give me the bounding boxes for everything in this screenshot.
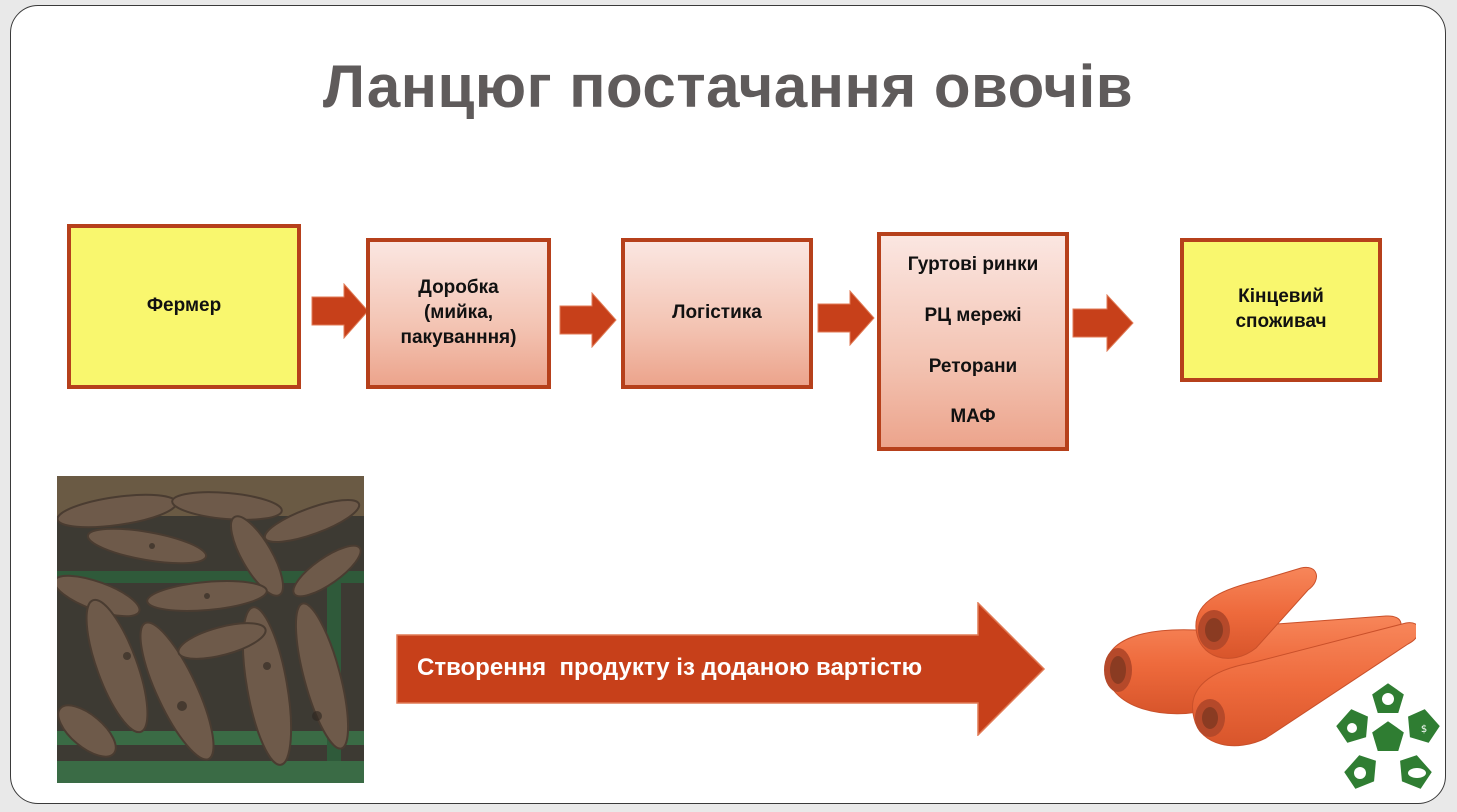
slide: Ланцюг постачання овочів Фермер Доробка … <box>10 5 1446 804</box>
organization-logo-icon: $ <box>1333 680 1443 792</box>
value-added-label: Створення продукту із доданою вартістю <box>417 654 923 681</box>
flow-arrow-3 <box>817 290 875 346</box>
channel-wholesale: Гуртові ринки <box>907 254 1039 276</box>
processing-box: Доробка (мийка, пакуванння) <box>366 238 551 389</box>
flow-arrow-2 <box>559 292 617 348</box>
farmer-box: Фермер <box>67 224 301 389</box>
processing-line-1: Доробка <box>418 277 499 299</box>
logistics-label: Логістика <box>672 302 762 324</box>
flow-arrow-4 <box>1072 294 1134 352</box>
channel-kiosks: МАФ <box>950 406 996 428</box>
flow-arrow-1 <box>311 283 369 339</box>
channel-retail-dc: РЦ мережі <box>924 304 1022 326</box>
page-title: Ланцюг постачання овочів <box>322 53 1134 120</box>
consumer-box: Кінцевий споживач <box>1180 238 1382 382</box>
consumer-line-1: Кінцевий <box>1238 286 1324 308</box>
channel-restaurants: Реторани <box>928 355 1018 377</box>
clean-carrots-photo <box>1104 566 1416 747</box>
processing-line-3: пакуванння) <box>400 326 517 348</box>
svg-text:$: $ <box>1421 724 1427 735</box>
farmer-label: Фермер <box>146 295 222 317</box>
consumer-line-2: споживач <box>1235 311 1327 332</box>
dirty-carrots-photo <box>57 476 364 783</box>
value-added-arrow <box>396 602 1046 736</box>
channels-box: Гуртові ринки РЦ мережі Реторани МАФ <box>877 232 1069 451</box>
logistics-box: Логістика <box>621 238 813 389</box>
processing-line-2: (мийка, <box>423 302 494 324</box>
